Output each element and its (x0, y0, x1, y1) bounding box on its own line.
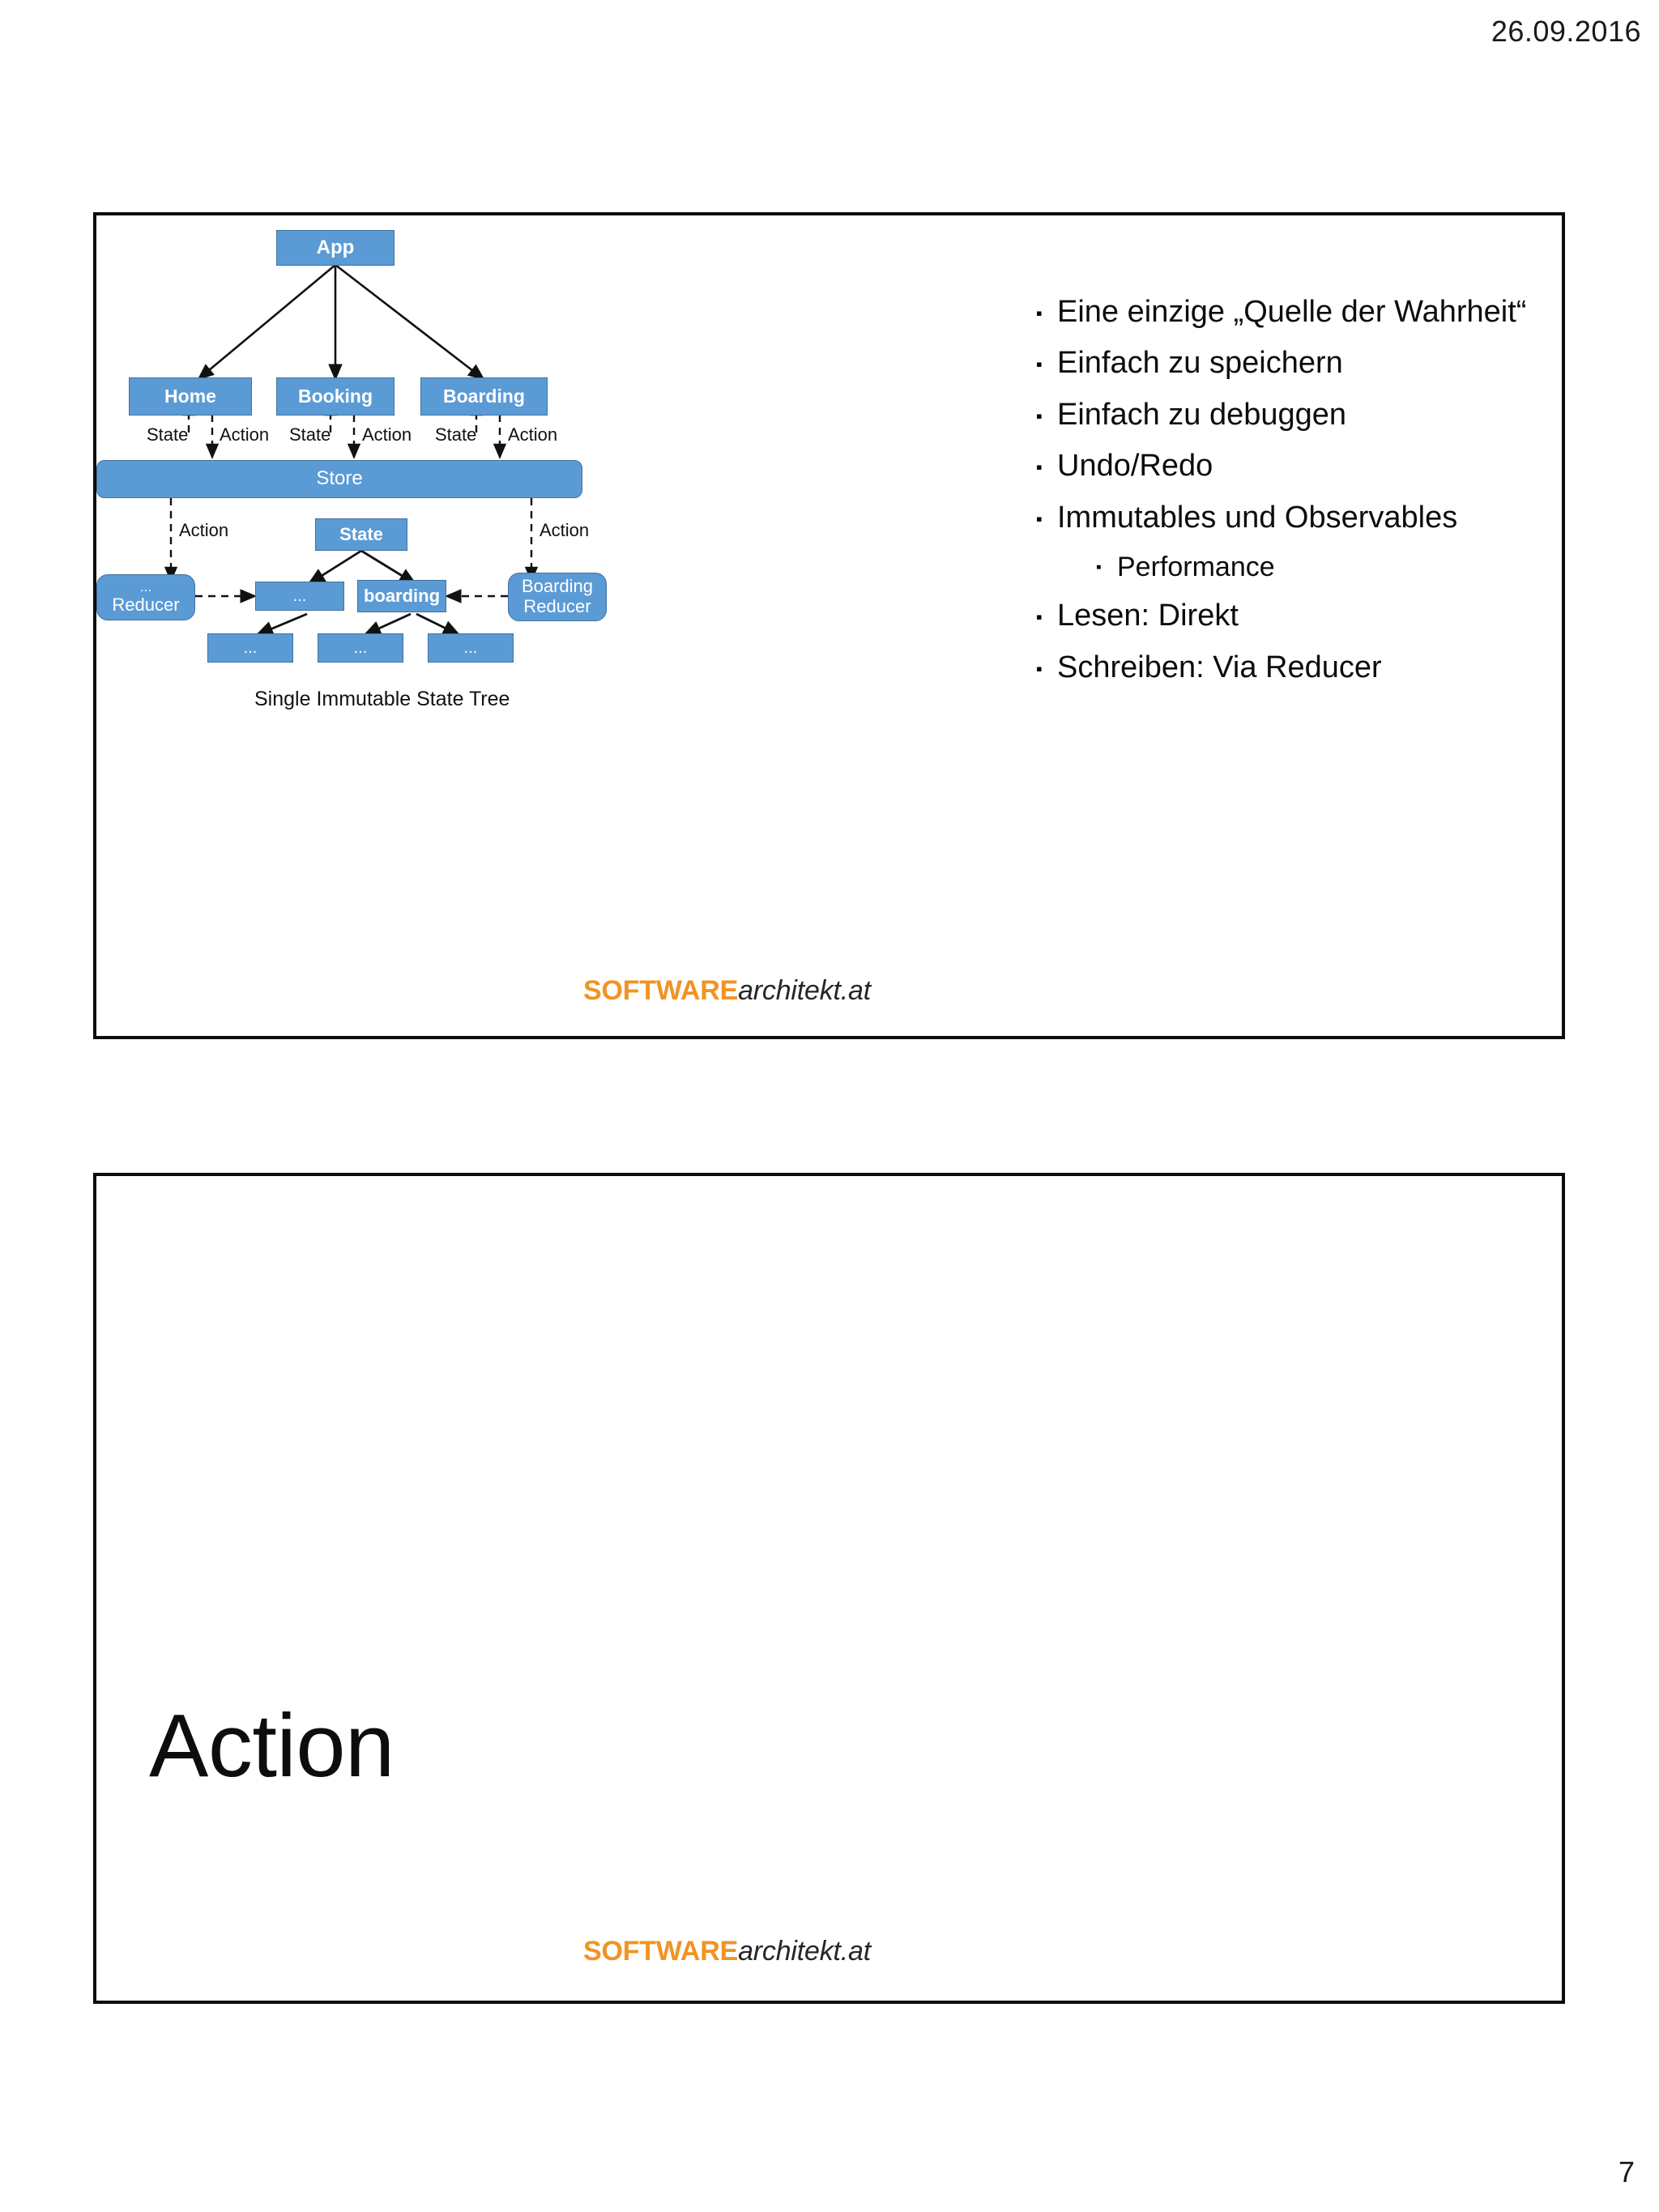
slide-state-tree: App Home Booking Boarding State Action S… (93, 212, 1565, 1039)
bullet-marker-icon: ▪ (1096, 558, 1102, 576)
bullet-list: ▪ Eine einzige „Quelle der Wahrheit“ ▪ E… (1036, 292, 1538, 699)
bullet-text: Schreiben: Via Reducer (1057, 650, 1382, 684)
node-boarding-reducer[interactable]: Boarding Reducer (508, 573, 607, 621)
bullet-text: Undo/Redo (1057, 449, 1213, 484)
bullet-text: Eine einzige „Quelle der Wahrheit“ (1057, 295, 1527, 329)
node-state-root-label: State (339, 523, 383, 544)
bullet-item: ▪ Immutables und Observables (1036, 498, 1538, 538)
bullet-marker-icon: ▪ (1036, 607, 1043, 628)
node-leaf-1-label: ... (243, 638, 258, 657)
node-generic-reducer[interactable]: ... Reducer (96, 574, 195, 620)
bullet-marker-icon: ▪ (1036, 354, 1043, 375)
node-leaf-2-label: ... (353, 638, 368, 657)
bullet-text: Einfach zu speichern (1057, 346, 1343, 381)
bullet-item-sub: ▪ Performance (1036, 549, 1538, 585)
node-app[interactable]: App (276, 230, 394, 266)
bullet-marker-icon: ▪ (1036, 457, 1043, 478)
footer-logo-brand: SOFTWARE (583, 975, 739, 1006)
edge-label-home-state: State (147, 424, 189, 445)
edge-label-booking-state: State (289, 424, 331, 445)
edge-label-boarding-action: Action (508, 424, 558, 445)
footer-logo: SOFTWAREarchitekt.at (583, 977, 871, 1004)
bullet-item: ▪ Einfach zu debuggen (1036, 395, 1538, 435)
node-state-child-boarding[interactable]: boarding (357, 580, 446, 612)
diagram-connectors (164, 263, 539, 637)
page-number: 7 (1618, 2155, 1635, 2189)
bullet-marker-icon: ▪ (1036, 303, 1043, 323)
node-leaf-1[interactable]: ... (207, 633, 293, 663)
state-tree-diagram: App Home Booking Boarding State Action S… (96, 215, 1036, 1036)
node-store[interactable]: Store (96, 460, 582, 498)
bullet-item: ▪ Eine einzige „Quelle der Wahrheit“ (1036, 292, 1538, 332)
footer-logo-suffix: architekt.at (738, 975, 871, 1006)
node-home-label: Home (164, 385, 216, 407)
bullet-item: ▪ Einfach zu speichern (1036, 343, 1538, 383)
node-state-root[interactable]: State (315, 518, 407, 551)
node-state-child-boarding-label: boarding (363, 585, 441, 606)
edge-label-booking-action: Action (362, 424, 412, 445)
node-boarding-reducer-bottom: Reducer (523, 596, 591, 616)
bullet-marker-icon: ▪ (1036, 658, 1043, 679)
bullet-text: Performance (1117, 551, 1275, 582)
bullet-text: Lesen: Direkt (1057, 599, 1239, 633)
bullet-marker-icon: ▪ (1036, 508, 1043, 529)
slide2-title: Action (149, 1696, 394, 1796)
node-booking[interactable]: Booking (276, 377, 394, 416)
node-boarding-label: Boarding (443, 385, 525, 407)
diagram-caption: Single Immutable State Tree (254, 688, 510, 710)
node-leaf-2[interactable]: ... (318, 633, 403, 663)
node-state-child-generic[interactable]: ... (255, 582, 344, 611)
node-booking-label: Booking (298, 385, 373, 407)
bullet-item: ▪ Lesen: Direkt (1036, 596, 1538, 636)
node-store-label: Store (316, 467, 363, 490)
bullet-text: Einfach zu debuggen (1057, 397, 1347, 432)
page-date: 26.09.2016 (1491, 15, 1641, 48)
footer-logo-brand: SOFTWARE (583, 1936, 739, 1967)
footer-logo: SOFTWAREarchitekt.at (583, 1937, 871, 1965)
node-leaf-3[interactable]: ... (428, 633, 514, 663)
node-home[interactable]: Home (129, 377, 252, 416)
node-boarding-reducer-top: Boarding (521, 576, 594, 597)
bullet-item: ▪ Schreiben: Via Reducer (1036, 648, 1538, 688)
edge-label-store-left-action: Action (179, 520, 229, 540)
bullet-item: ▪ Undo/Redo (1036, 446, 1538, 486)
node-state-child-generic-label: ... (292, 586, 307, 605)
edge-label-boarding-state: State (435, 424, 477, 445)
slide-action-title: Action SOFTWAREarchitekt.at (93, 1173, 1565, 2004)
node-app-label: App (316, 236, 355, 258)
edge-label-home-action: Action (220, 424, 270, 445)
edge-label-store-right-action: Action (539, 520, 590, 540)
footer-logo-suffix: architekt.at (738, 1936, 871, 1967)
bullet-text: Immutables und Observables (1057, 500, 1458, 535)
node-boarding[interactable]: Boarding (420, 377, 548, 416)
node-generic-reducer-top: ... (139, 579, 152, 595)
node-generic-reducer-label: Reducer (112, 595, 180, 616)
node-leaf-3-label: ... (463, 638, 478, 657)
bullet-marker-icon: ▪ (1036, 405, 1043, 426)
